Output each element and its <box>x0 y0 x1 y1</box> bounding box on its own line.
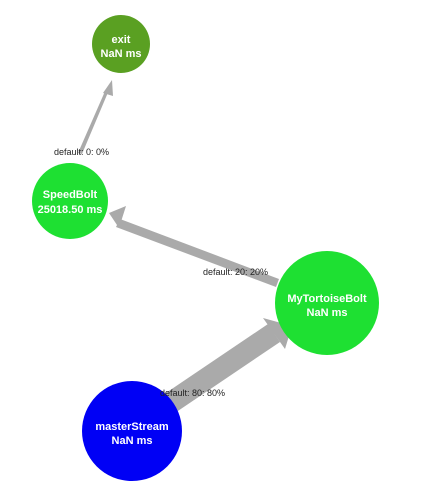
node-mytortoisebolt-circle <box>275 251 379 355</box>
node-mytortoisebolt-latency: NaN ms <box>307 307 348 319</box>
edge-tortoise-to-speed-arrowhead <box>109 206 126 228</box>
node-speedbolt[interactable]: SpeedBolt 25018.50 ms <box>32 163 108 239</box>
node-masterstream-circle <box>82 381 182 481</box>
edge-tortoise-to-speed[interactable] <box>109 206 279 287</box>
node-speedbolt-title: SpeedBolt <box>43 189 98 201</box>
node-masterstream[interactable]: masterStream NaN ms <box>82 381 182 481</box>
node-exit-circle <box>92 15 150 73</box>
edge-speed-to-exit-shaft <box>78 89 109 154</box>
node-mytortoisebolt[interactable]: MyTortoiseBolt NaN ms <box>275 251 379 355</box>
edge-master-to-tortoise-shaft <box>154 324 280 419</box>
edge-speed-to-exit-arrowhead <box>103 80 113 96</box>
node-masterstream-title: masterStream <box>95 421 169 433</box>
node-speedbolt-circle <box>32 163 108 239</box>
node-speedbolt-latency: 25018.50 ms <box>38 204 103 216</box>
edge-master-to-tortoise[interactable] <box>154 318 292 419</box>
node-exit-latency: NaN ms <box>101 48 142 60</box>
node-exit-title: exit <box>112 34 131 46</box>
node-exit[interactable]: exit NaN ms <box>92 15 150 73</box>
node-masterstream-latency: NaN ms <box>112 435 153 447</box>
node-mytortoisebolt-title: MyTortoiseBolt <box>287 293 367 305</box>
edge-master-to-tortoise-label: default: 80: 80% <box>160 388 225 398</box>
edge-speed-to-exit[interactable] <box>78 80 113 154</box>
edge-tortoise-to-speed-shaft <box>116 219 279 287</box>
edge-tortoise-to-speed-label: default: 20: 20% <box>203 267 268 277</box>
edge-speed-to-exit-label: default: 0: 0% <box>54 147 109 157</box>
